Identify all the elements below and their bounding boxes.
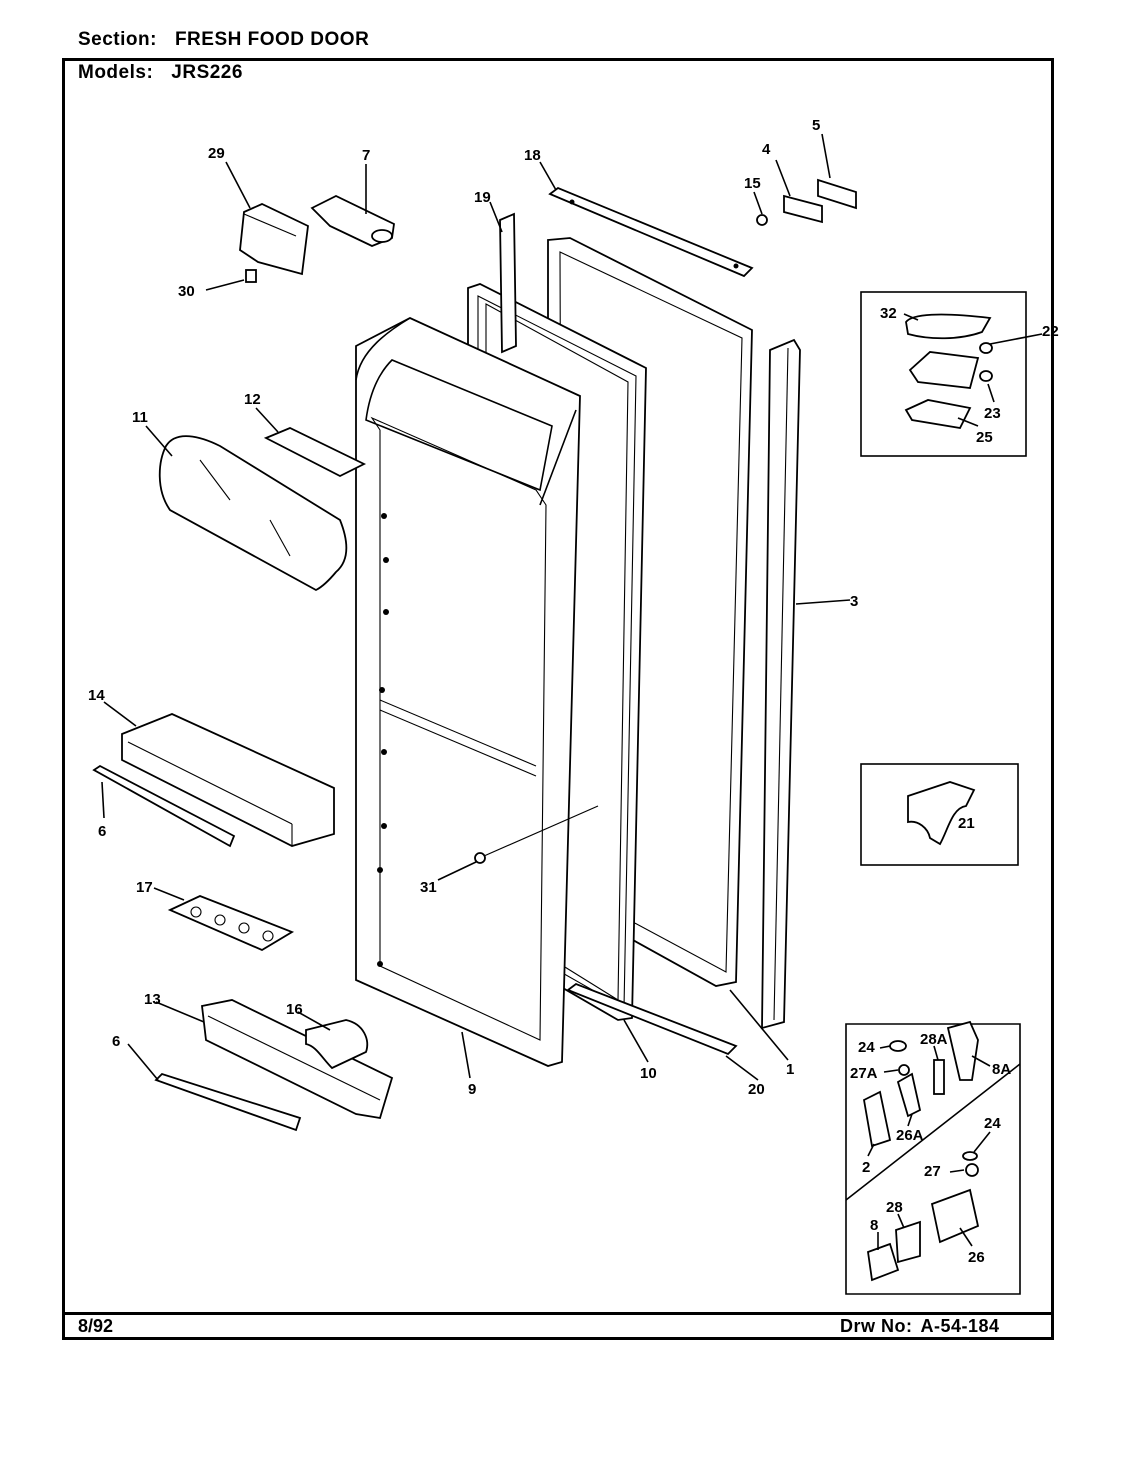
drawing-number-value: A-54-184 (920, 1316, 1000, 1336)
door-bin-14 (121, 713, 335, 847)
callout-6b: 6 (112, 1033, 120, 1050)
callout-32: 32 (880, 305, 897, 322)
drawing-frame (62, 58, 1054, 1340)
washer-23 (979, 370, 993, 382)
callout-14: 14 (88, 687, 105, 704)
callout-labels: 29 7 30 18 19 15 4 5 32 22 23 25 12 11 3… (88, 117, 1059, 1266)
door-bin-13 (201, 999, 394, 1120)
trim-6-lower (154, 1072, 302, 1132)
section-label: Section: (78, 29, 157, 50)
callout-18: 18 (524, 147, 541, 164)
models-title: Models: JRS226 (78, 62, 243, 84)
bushing-27a (898, 1064, 910, 1076)
footer-rule (62, 1312, 1054, 1315)
washer-24a (889, 1040, 907, 1052)
divider-16 (305, 1019, 368, 1070)
callout-30: 30 (178, 283, 195, 300)
bracket-4 (783, 194, 823, 224)
dairy-cover-11 (158, 435, 348, 592)
hinge-bracket (908, 351, 980, 389)
bushing-27 (965, 1163, 979, 1177)
egg-tray-17 (167, 895, 295, 952)
models-value: JRS226 (171, 62, 243, 83)
callout-7: 7 (362, 147, 370, 164)
drawing-date: 8/92 (78, 1316, 114, 1336)
callout-10: 10 (640, 1065, 657, 1082)
callout-29: 29 (208, 145, 225, 162)
callout-19: 19 (474, 189, 491, 206)
control-box-29 (239, 203, 309, 276)
callout-5: 5 (812, 117, 820, 134)
hinge-8 (867, 1242, 900, 1282)
inset-diagonal (845, 1063, 1021, 1201)
bottom-strip-20 (566, 982, 738, 1056)
side-trim-3 (761, 338, 801, 1030)
callout-2: 2 (862, 1159, 870, 1176)
part-21-inset (860, 763, 1019, 866)
callout-28: 28 (886, 1199, 903, 1216)
callout-27a: 27A (850, 1065, 878, 1082)
callout-20: 20 (748, 1081, 765, 1098)
callout-11: 11 (132, 409, 148, 426)
callout-28a: 28A (920, 1031, 948, 1048)
trim-6-upper (92, 764, 236, 848)
trim-strip-19 (499, 212, 517, 354)
clip-30 (245, 269, 257, 283)
hinge-21 (907, 781, 976, 846)
callout-27: 27 (924, 1163, 941, 1180)
callout-8: 8 (870, 1217, 878, 1234)
callout-25: 25 (976, 429, 993, 446)
bracket-2 (862, 1090, 892, 1148)
shim-25 (904, 399, 972, 429)
callout-23: 23 (984, 405, 1001, 422)
screw-15 (756, 214, 768, 226)
bracket-28a (933, 1059, 945, 1095)
hinge-26 (930, 1188, 980, 1244)
bracket-28 (895, 1220, 921, 1264)
callout-17: 17 (136, 879, 153, 896)
callout-15: 15 (744, 175, 761, 192)
callout-1: 1 (786, 1061, 794, 1078)
hinge-8a (946, 1020, 979, 1081)
leader-lines (101, 133, 1043, 1250)
callout-3: 3 (850, 593, 858, 610)
callout-16: 16 (286, 1001, 303, 1018)
hinge-cover-inset (860, 291, 1027, 457)
callout-21: 21 (958, 815, 975, 832)
cover-5 (817, 178, 857, 210)
section-title: Section: FRESH FOOD DOOR (78, 29, 369, 51)
light-socket-7 (310, 194, 395, 247)
callout-24a: 24 (858, 1039, 875, 1056)
tray-12 (263, 427, 367, 478)
drawing-number-label: Drw No: (840, 1316, 913, 1336)
screw-31 (474, 805, 599, 864)
callout-26: 26 (968, 1249, 985, 1266)
callout-12: 12 (244, 391, 261, 408)
hinge-26a (896, 1072, 922, 1118)
callout-8a: 8A (992, 1061, 1011, 1078)
callout-6a: 6 (98, 823, 106, 840)
callout-4: 4 (762, 141, 771, 158)
hinge-cover-32 (905, 313, 992, 340)
drawing-number: Drw No: A-54-184 (840, 1316, 1000, 1337)
door-liner (355, 316, 581, 1067)
models-label: Models: (78, 62, 154, 83)
callout-26a: 26A (896, 1127, 924, 1144)
callout-9: 9 (468, 1081, 476, 1098)
callout-24b: 24 (984, 1115, 1001, 1132)
section-value: FRESH FOOD DOOR (174, 29, 370, 50)
washer-24b (962, 1151, 978, 1161)
callout-13: 13 (144, 991, 161, 1008)
callout-31: 31 (420, 879, 437, 896)
washer-22 (979, 342, 993, 354)
callout-22: 22 (1042, 323, 1059, 340)
